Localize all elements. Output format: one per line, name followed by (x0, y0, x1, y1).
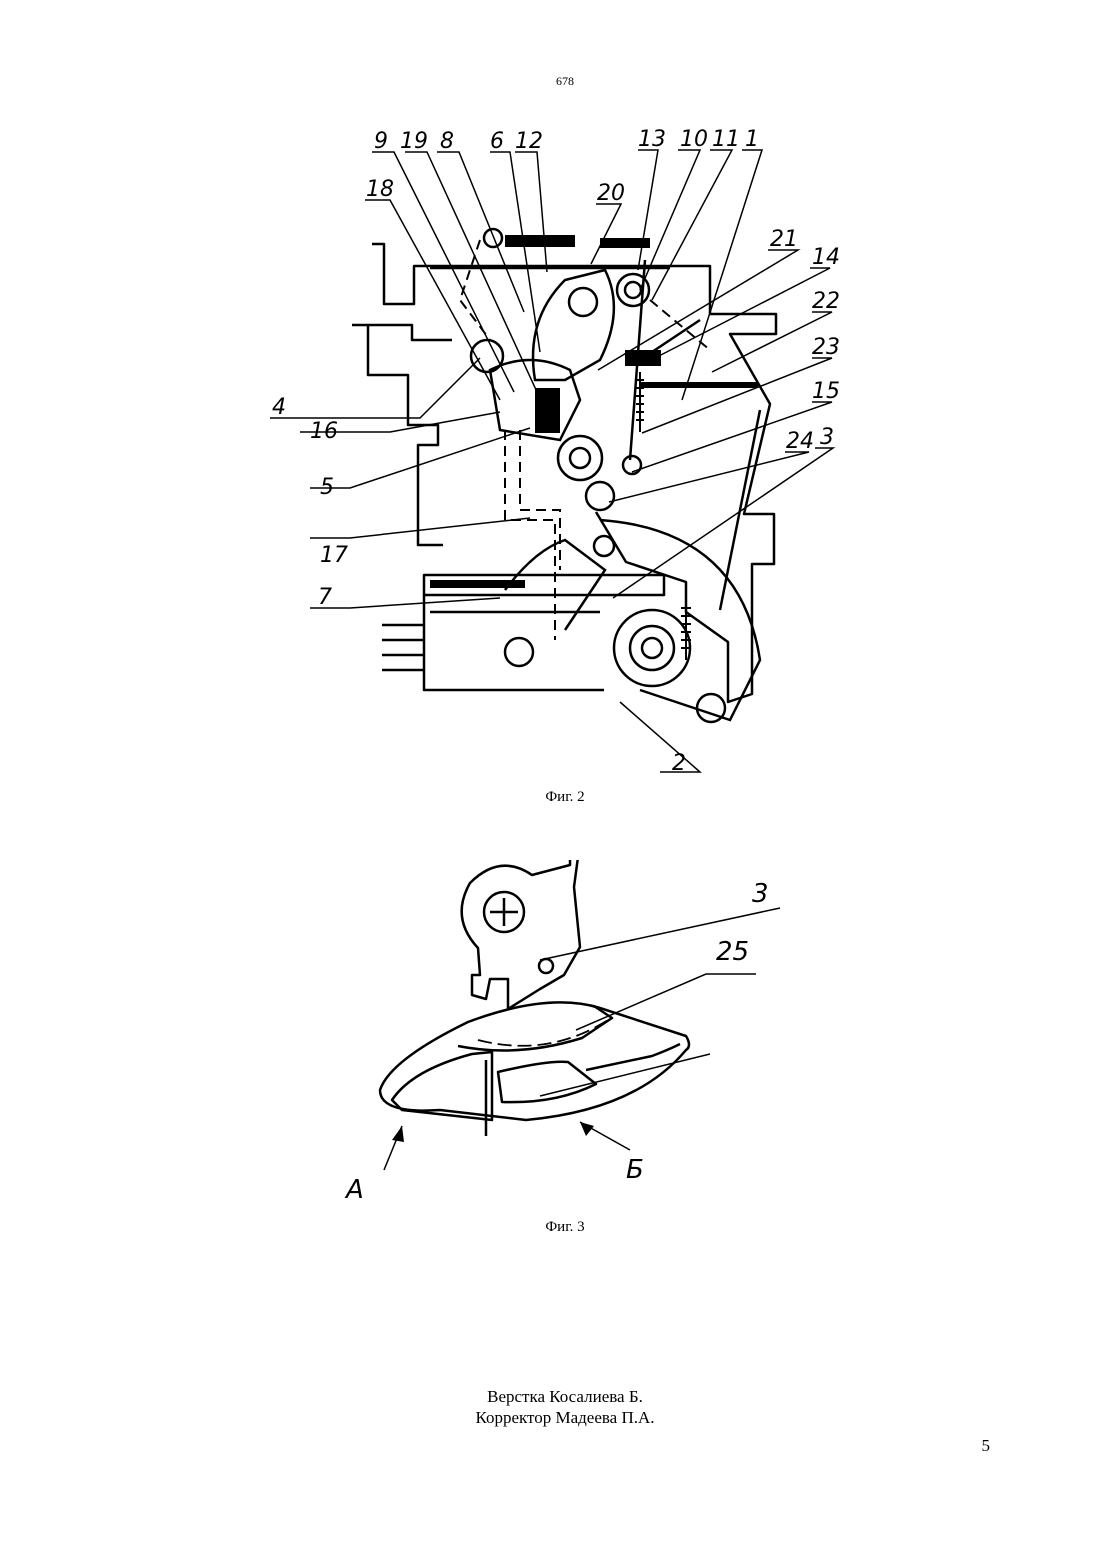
svg-text:17: 17 (320, 543, 348, 568)
svg-text:12: 12 (515, 129, 543, 154)
credits-block: Верстка Косалиева Б. Корректор Мадеева П… (0, 1386, 1100, 1428)
svg-text:24: 24 (786, 429, 814, 454)
svg-text:16: 16 (310, 419, 338, 444)
svg-text:14: 14 (812, 245, 840, 270)
svg-text:9: 9 (374, 129, 388, 154)
svg-text:13: 13 (638, 127, 666, 152)
svg-text:10: 10 (680, 127, 708, 152)
document-number: 678 (0, 74, 1100, 89)
svg-text:21: 21 (770, 227, 798, 252)
figure-3-caption: Фиг. 3 (0, 1219, 1100, 1236)
svg-text:1: 1 (745, 127, 759, 152)
figure-2-drawing: 9 19 8 6 12 13 10 11 1 18 20 21 14 22 23… (260, 125, 860, 780)
corrector-credit: Корректор Мадеева П.А. (0, 1407, 1100, 1428)
svg-text:5: 5 (320, 475, 334, 500)
svg-text:18: 18 (366, 177, 394, 202)
svg-text:4: 4 (272, 395, 286, 420)
svg-text:15: 15 (812, 379, 840, 404)
layout-credit: Верстка Косалиева Б. (0, 1386, 1100, 1407)
svg-text:8: 8 (440, 129, 454, 154)
svg-text:23: 23 (812, 335, 840, 360)
svg-text:7: 7 (318, 585, 332, 610)
svg-text:А: А (344, 1175, 364, 1205)
svg-text:25: 25 (716, 937, 749, 967)
svg-text:2: 2 (672, 751, 686, 776)
svg-text:6: 6 (490, 129, 504, 154)
svg-text:3: 3 (820, 425, 834, 450)
page-number: 5 (982, 1436, 991, 1456)
svg-text:20: 20 (597, 181, 625, 206)
figure-3-drawing: 3 25 А Б (330, 860, 800, 1210)
figure-2-caption: Фиг. 2 (0, 789, 1100, 806)
svg-text:Б: Б (626, 1155, 644, 1185)
svg-text:22: 22 (812, 289, 840, 314)
svg-text:11: 11 (712, 127, 740, 152)
svg-text:19: 19 (400, 129, 428, 154)
svg-text:3: 3 (752, 879, 769, 909)
